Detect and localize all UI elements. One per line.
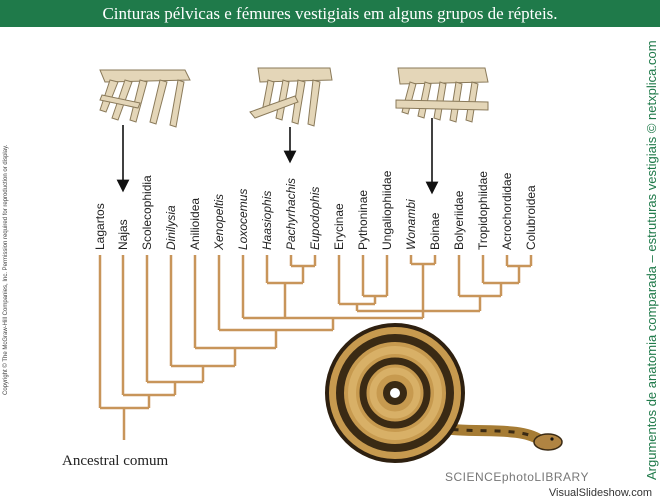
taxon-label-pachyrhachis: Pachyrhachis (284, 178, 298, 250)
taxon-label-scolecophidia: Scolecophidia (140, 175, 154, 250)
page-title: Cinturas pélvicas e fémures vestigiais e… (0, 0, 660, 27)
taxon-label-lagartos: Lagartos (93, 203, 107, 250)
cladogram-tree (98, 255, 533, 440)
taxon-label-haasiophis: Haasiophis (260, 191, 274, 250)
taxon-label-tropidophiidae: Tropidophiidae (476, 171, 490, 250)
taxon-label-pythoninae: Pythoninae (356, 190, 370, 250)
vestigial-bones-boinae (395, 67, 489, 123)
vestigial-bones-lizard (99, 69, 191, 128)
taxon-label-wonambi: Wonambi (404, 199, 418, 250)
taxon-label-eupodophis: Eupodophis (308, 187, 322, 250)
vestigial-bones-pachyrhachis (249, 67, 333, 127)
watermark-text: SCIENCEphotoLIBRARY (445, 470, 590, 484)
taxon-label-xenopeltis: Xenopeltis (212, 194, 226, 251)
footer-credit[interactable]: VisualSlideshow.com (548, 487, 652, 499)
taxon-label-acrochordidae: Acrochordidae (500, 172, 514, 250)
taxon-label-najas: Najas (116, 219, 130, 250)
taxon-label-anilioidea: Anilioidea (188, 198, 202, 250)
taxon-label-bolyeriidae: Bolyeriidae (452, 190, 466, 250)
taxon-label-loxocemus: Loxocemus (236, 189, 250, 250)
taxon-label-erycinae: Erycinae (332, 203, 346, 250)
taxon-label-boinae: Boinae (428, 212, 442, 250)
taxon-label-colubroidea: Colubroidea (524, 185, 538, 250)
taxon-label-dinilysia: Dinilysia (164, 205, 178, 250)
root-label: Ancestral comum (62, 453, 169, 469)
coiled-snake-illustration (325, 323, 563, 463)
taxon-label-ungaliophiidae: Ungaliophiidae (380, 170, 394, 250)
